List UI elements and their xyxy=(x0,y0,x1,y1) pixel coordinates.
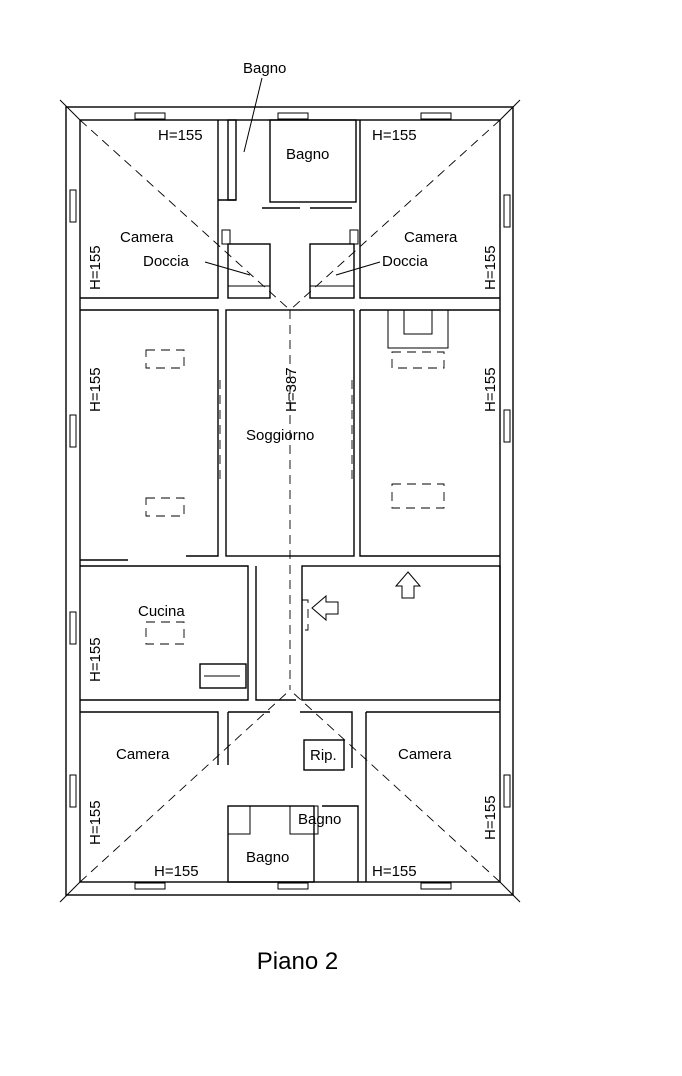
label-height-vertical: H=155 xyxy=(482,367,499,412)
label-camera: Camera xyxy=(120,229,174,246)
outer-walls xyxy=(59,99,521,903)
label-camera: Camera xyxy=(116,746,170,763)
label-bagno-callout: Bagno xyxy=(243,60,286,77)
callout-lines xyxy=(204,77,381,276)
label-bagno-small: Bagno xyxy=(298,811,341,828)
label-height-vertical: H=155 xyxy=(87,367,104,412)
fixtures xyxy=(145,349,445,645)
label-camera: Camera xyxy=(398,746,452,763)
up-arrow-icon xyxy=(394,571,422,599)
label-soggiorno: Soggiorno xyxy=(246,427,314,444)
left-arrow-icon xyxy=(311,594,339,622)
label-height-vertical: H=155 xyxy=(87,245,104,290)
floor-plan: Bagno Bagno H=155 H=155 Camera Camera Do… xyxy=(59,60,521,903)
label-rip: Rip. xyxy=(310,747,337,764)
room-labels: Bagno Bagno H=155 H=155 Camera Camera Do… xyxy=(87,60,499,880)
label-doccia: Doccia xyxy=(382,253,429,270)
label-height: H=155 xyxy=(158,127,203,144)
label-height-vertical: H=155 xyxy=(87,637,104,682)
label-height: H=155 xyxy=(372,863,417,880)
label-height-vertical: H=155 xyxy=(87,800,104,845)
label-height: H=155 xyxy=(372,127,417,144)
label-camera: Camera xyxy=(404,229,458,246)
ceiling-diagonals xyxy=(79,119,501,883)
label-cucina: Cucina xyxy=(138,603,185,620)
label-bagno-bottom: Bagno xyxy=(246,849,289,866)
floor-title: Piano 2 xyxy=(256,948,339,975)
label-height: H=155 xyxy=(154,863,199,880)
label-bagno-top: Bagno xyxy=(286,146,329,163)
label-height-vertical: H=155 xyxy=(482,245,499,290)
label-doccia: Doccia xyxy=(143,253,190,270)
label-height-vertical: H=387 xyxy=(283,367,300,412)
label-height-vertical: H=155 xyxy=(482,795,499,840)
windows xyxy=(69,112,511,890)
